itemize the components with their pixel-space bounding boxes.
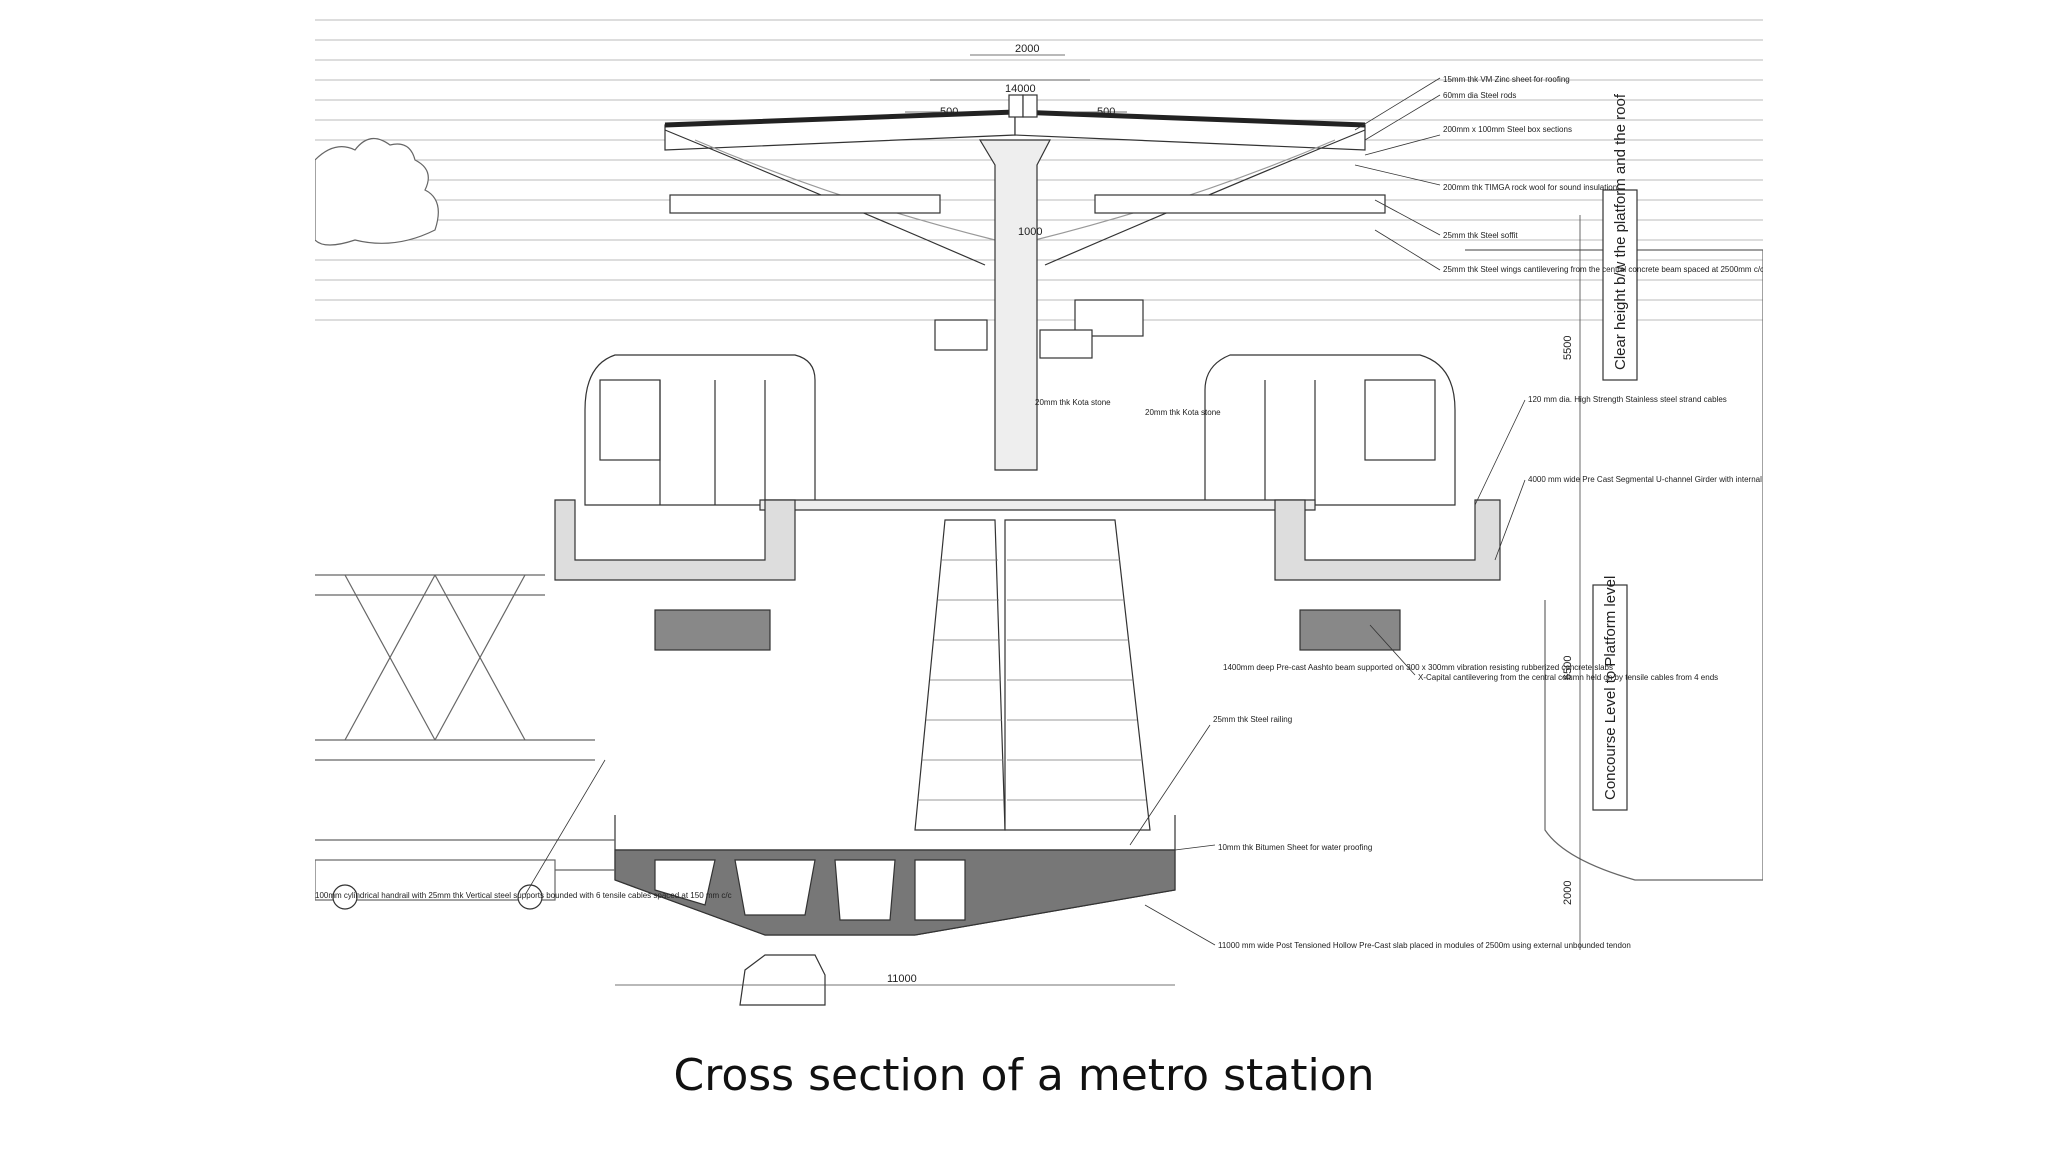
dim-platform-clear-height: 5500 <box>1562 336 1574 360</box>
slide-caption: Cross section of a metro station <box>673 1050 1375 1101</box>
train-left <box>584 354 816 506</box>
pier-cap-right <box>1299 609 1401 651</box>
u-girder-left <box>554 499 796 581</box>
escalators <box>914 519 1151 831</box>
note-slab: 11000 mm wide Post Tensioned Hollow Pre-… <box>1218 941 1631 950</box>
note-rock-wool: 200mm thk TIMGA rock wool for sound insu… <box>1443 183 1617 192</box>
note-soffit: 25mm thk Steel soffit <box>1443 231 1518 240</box>
dim-column-width: 1000 <box>1018 226 1042 238</box>
sky-hatching <box>315 19 1763 321</box>
note-box-sections: 200mm x 100mm Steel box sections <box>1443 125 1572 134</box>
display-board-mid <box>1039 329 1093 359</box>
dim-ground-height: 2000 <box>1562 881 1574 905</box>
concourse-level-box <box>1592 584 1628 811</box>
note-kota-right: 20mm thk Kota stone <box>1145 408 1221 417</box>
dim-roof-right: 500 <box>1097 106 1115 118</box>
note-steel-rail: 25mm thk Steel railing <box>1213 715 1292 724</box>
note-girder: 4000 mm wide Pre Cast Segmental U-channe… <box>1528 475 1763 484</box>
platform-deck <box>759 499 1316 511</box>
dim-roof-span: 14000 <box>1005 83 1036 95</box>
u-girder-right <box>1274 499 1501 581</box>
metro-station-section-drawing: 2000 14000 500 500 1000 5500 6500 2000 1… <box>315 19 1763 1006</box>
dimension-lines <box>615 54 1581 986</box>
leader-lines <box>524 77 1526 946</box>
dim-roof-overall: 2000 <box>1015 43 1039 55</box>
dim-base-width: 11000 <box>887 973 917 985</box>
note-bitumen: 10mm thk Bitumen Sheet for water proofin… <box>1218 843 1372 852</box>
clear-height-box <box>1602 189 1638 381</box>
right-building <box>1465 249 1763 881</box>
dim-roof-left: 500 <box>940 106 958 118</box>
note-roof-sheet: 15mm thk VM Zinc sheet for roofing <box>1443 75 1570 84</box>
note-kota-left: 20mm thk Kota stone <box>1035 398 1111 407</box>
cloud <box>315 138 439 246</box>
dim-concourse-height: 6500 <box>1562 656 1574 680</box>
car <box>739 954 826 1006</box>
note-beam: 1400mm deep Pre-cast Aashto beam support… <box>1223 663 1613 672</box>
note-capital: X-Capital cantilevering from the central… <box>1418 673 1718 682</box>
display-board-left <box>934 319 988 351</box>
left-truss <box>315 574 615 871</box>
train-right <box>1204 354 1456 506</box>
label-concourse-level: Concourse Level to Platform level <box>1602 576 1619 800</box>
note-steel-wings: 25mm thk Steel wings cantilevering from … <box>1443 265 1763 274</box>
display-board-right <box>1074 299 1144 337</box>
pier-cap-left <box>654 609 771 651</box>
note-steel-rods: 60mm dia Steel rods <box>1443 91 1516 100</box>
catenary-beam-left <box>669 194 941 214</box>
note-cylindrical: 100mm cylindrical handrail with 25mm thk… <box>315 891 732 900</box>
central-column <box>978 139 1051 471</box>
note-cables: 120 mm dia. High Strength Stainless stee… <box>1528 395 1727 404</box>
catenary-beam-right <box>1094 194 1386 214</box>
label-clear-height: Clear height b/w the platform and the ro… <box>1612 93 1629 370</box>
